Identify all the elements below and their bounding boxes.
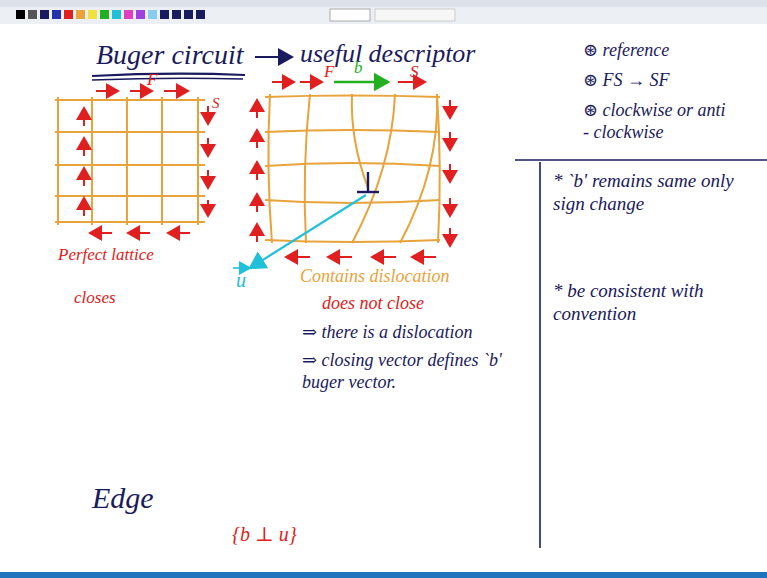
bullet-note: * be consistent with convention [553, 280, 733, 326]
dislocation-type: Edge [92, 480, 154, 516]
start-label: F [147, 70, 157, 90]
burgers-label: b [354, 58, 363, 78]
bullet-note: ⊛ clockwise or anti - clockwise [583, 100, 733, 143]
start-label: S [212, 94, 220, 112]
lattice-caption: Contains dislocation [300, 266, 450, 288]
bullet-note: ⊛ reference [583, 40, 669, 62]
vector-label: u [236, 268, 246, 292]
start-label: F [324, 62, 334, 82]
note-text: ⇒ closing vector defines `b' buger vecto… [302, 350, 512, 393]
lattice-caption: closes [74, 288, 116, 308]
lattice-caption: does not close [322, 293, 424, 315]
bullet-note: ⊛ FS → SF [583, 70, 670, 92]
note-text: ⇒ there is a dislocation [302, 322, 472, 344]
slide-title: Buger circuit [96, 38, 243, 72]
start-label: S [410, 62, 419, 82]
lattice-caption: Perfect lattice [58, 245, 154, 265]
bullet-note: * `b' remains same only sign change [553, 170, 743, 216]
relation-note: {b ⊥ u} [232, 522, 297, 546]
